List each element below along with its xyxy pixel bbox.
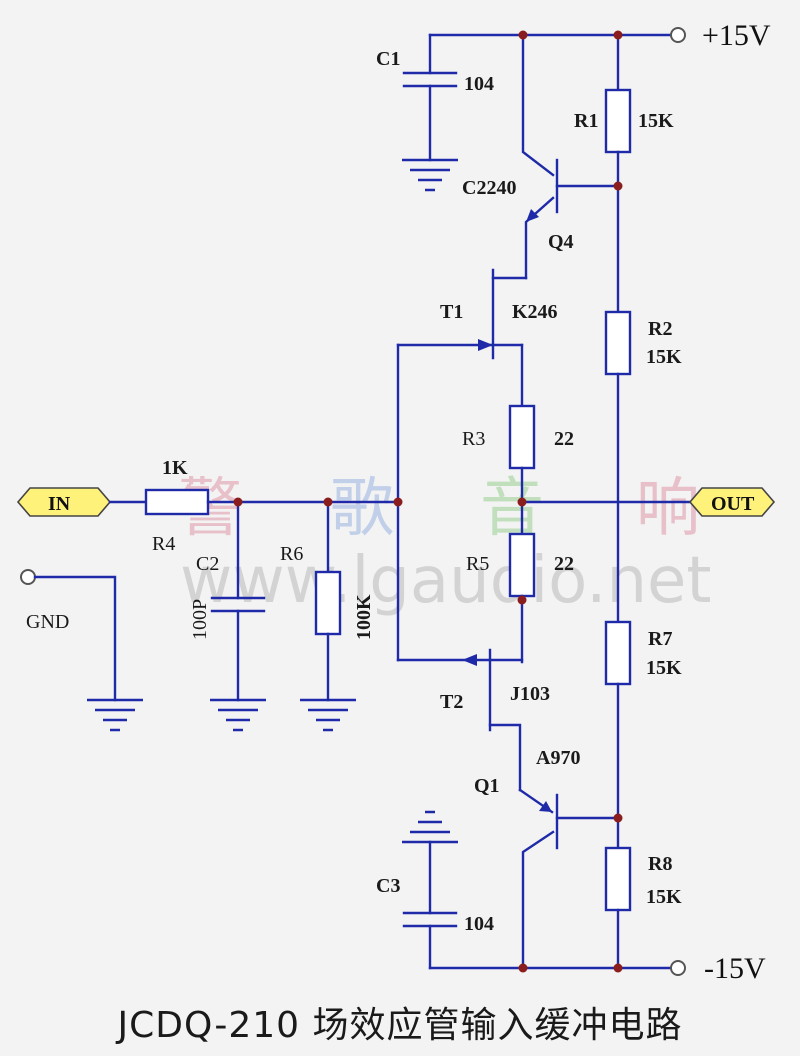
q4-value-label: C2240 xyxy=(462,177,516,199)
positive-rail: +15V xyxy=(428,19,771,52)
resistor-r5 xyxy=(508,532,536,598)
q4-ref-label: Q4 xyxy=(548,231,574,253)
negative-rail-label: -15V xyxy=(704,952,766,985)
ground-terminal: GND xyxy=(20,569,143,732)
input-network: IN 1K R4 C2 100P R6 100K xyxy=(16,343,400,732)
resistor-r6 xyxy=(314,570,342,636)
c1-ref-label: C1 xyxy=(376,48,400,70)
transistor-t2: T2 J103 xyxy=(396,648,550,792)
t2-gate-arrow xyxy=(462,654,477,666)
transistor-q1: A970 Q1 xyxy=(474,747,620,970)
r1-ref-label: R1 xyxy=(574,110,598,132)
negative-supply-terminal xyxy=(670,960,686,976)
transistor-t1: T1 K246 xyxy=(396,268,558,408)
r2-ref-label: R2 xyxy=(648,318,672,340)
source-resistors: R3 22 R5 22 xyxy=(462,404,574,664)
output-port xyxy=(688,487,776,517)
t2-ref-label: T2 xyxy=(440,691,463,713)
t1-value-label: K246 xyxy=(512,301,558,323)
output-node: OUT xyxy=(520,487,776,517)
resistor-r3 xyxy=(508,404,536,470)
resistor-r2 xyxy=(604,310,632,376)
r3-ref-label: R3 xyxy=(462,428,485,450)
resistor-r8 xyxy=(604,846,632,912)
watermark-char-4: 响 xyxy=(636,472,700,546)
r8-ref-label: R8 xyxy=(648,853,672,875)
c2-value-label: 100P xyxy=(189,599,211,640)
r3-value-label: 22 xyxy=(554,428,574,450)
junctions xyxy=(233,30,623,973)
r7-ref-label: R7 xyxy=(648,628,672,650)
resistor-r4 xyxy=(144,488,210,516)
watermark-char-2: 歌 xyxy=(330,472,394,546)
schematic-diagram: 警 歌 音 响 www.lgaudio.net +15V -15V C1 104 xyxy=(16,19,776,985)
c1-value-label: 104 xyxy=(464,73,494,95)
capacitor-c3: C3 104 xyxy=(376,810,494,970)
positive-rail-label: +15V xyxy=(702,19,771,52)
gnd-terminal-circle xyxy=(20,569,36,585)
figure-caption: JCDQ-210 场效应管输入缓冲电路 xyxy=(117,1005,683,1046)
watermark: 警 歌 音 响 www.lgaudio.net xyxy=(178,472,712,618)
q4-emitter-arrow xyxy=(526,209,539,222)
c3-ref-label: C3 xyxy=(376,875,400,897)
gnd-label: GND xyxy=(26,611,69,633)
t1-ref-label: T1 xyxy=(440,301,463,323)
c2-ref-label: C2 xyxy=(196,553,219,575)
c3-value-label: 104 xyxy=(464,913,494,935)
negative-rail: -15V xyxy=(428,952,766,985)
r4-value-label: 1K xyxy=(162,457,188,479)
resistor-r1 xyxy=(604,88,632,154)
r1-value-label: 15K xyxy=(638,110,674,132)
capacitor-c1: C1 104 xyxy=(376,33,494,192)
t1-gate-arrow xyxy=(478,339,493,351)
positive-supply-terminal xyxy=(670,27,686,43)
r2-value-label: 15K xyxy=(646,346,682,368)
watermark-url: www.lgaudio.net xyxy=(180,544,712,618)
q1-value-label: A970 xyxy=(536,747,580,769)
q1-emitter-arrow xyxy=(539,801,552,812)
input-port-label: IN xyxy=(48,493,71,515)
r4-ref-label: R4 xyxy=(152,533,175,555)
q1-ref-label: Q1 xyxy=(474,775,500,797)
resistor-r7 xyxy=(604,620,632,686)
output-port-label: OUT xyxy=(711,493,755,515)
r8-value-label: 15K xyxy=(646,886,682,908)
r6-value-label: 100K xyxy=(353,594,375,640)
t2-value-label: J103 xyxy=(510,683,550,705)
r5-value-label: 22 xyxy=(554,553,574,575)
r7-value-label: 15K xyxy=(646,657,682,679)
transistor-q4: C2240 Q4 xyxy=(462,33,620,280)
r6-ref-label: R6 xyxy=(280,543,303,565)
r5-ref-label: R5 xyxy=(466,553,489,575)
